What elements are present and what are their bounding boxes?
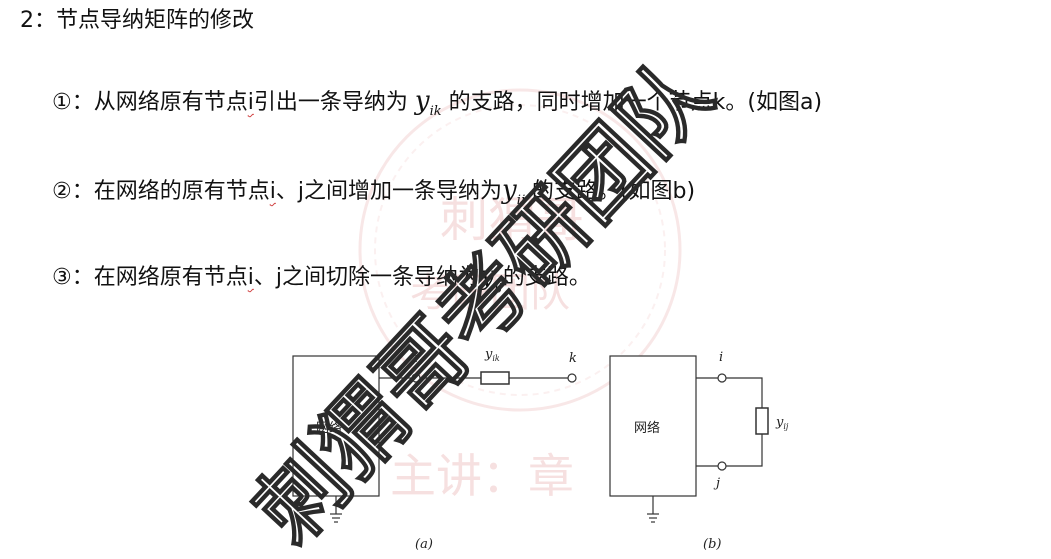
wire-i-to-branch-b [726,377,763,408]
admittance-subscript: ij [516,193,525,208]
node-k [567,373,577,383]
caption-b: (b) [703,537,721,552]
node-label: i [269,179,276,204]
item-marker: ②： [52,179,94,204]
node-label: i [247,265,254,290]
caption-a: (a) [415,537,433,552]
item-text-after: 的支路。(如图b) [531,179,696,204]
item-text-after: 的支路，同时增加一个节点k。(如图a) [448,90,823,115]
diagonal-watermark-text: 刺猬哥考研团队 [235,41,731,559]
admittance-symbol: y [480,261,495,291]
item-text-middle: 引出一条导纳为 [253,90,408,115]
node-label: i [247,90,254,115]
item-marker: ①： [52,90,94,115]
wire-branch-to-j-b [726,434,763,467]
node-i-label-b: i [719,350,723,365]
admittance-symbol: y [502,175,517,205]
list-item: ①：从网络原有节点i引出一条导纳为 yik 的支路，同时增加一个节点k。(如图a… [52,86,822,127]
item-marker: ③： [52,265,94,290]
section-title: 节点导纳矩阵的修改 [56,8,255,33]
admittance-subscript: ij [494,279,503,294]
item-text-before: 在网络的原有节点 [93,179,270,204]
item-text-after: 的支路。 [502,265,591,290]
section-number: 2： [20,8,56,33]
item-text-before: 从网络原有节点 [93,90,248,115]
section-heading: 2：节点导纳矩阵的修改 [20,6,254,36]
item-text-middle: 、j之间增加一条导纳为 [275,179,502,204]
list-item: ③：在网络原有节点i、j之间切除一条导纳为yij的支路。 [52,261,591,302]
network-box-b [609,355,697,497]
node-i-label-a: i [414,351,418,366]
network-label-b: 网络 [634,420,660,436]
item-text-before: 在网络原有节点 [93,265,248,290]
item-text-middle: 、j之间切除一条导纳为 [253,265,480,290]
admittance-symbol: y [414,86,430,116]
network-label-a: 网络 [316,420,342,436]
admittance-subscript: ik [429,104,442,119]
branch-label-a: yik [484,347,500,363]
network-box-a [292,355,380,497]
node-j-label-b: j [713,476,720,491]
node-k-label: k [569,351,577,366]
branch-label-b: yij [775,415,789,431]
list-item: ②：在网络的原有节点i、j之间增加一条导纳为yij 的支路。(如图b) [52,175,695,216]
